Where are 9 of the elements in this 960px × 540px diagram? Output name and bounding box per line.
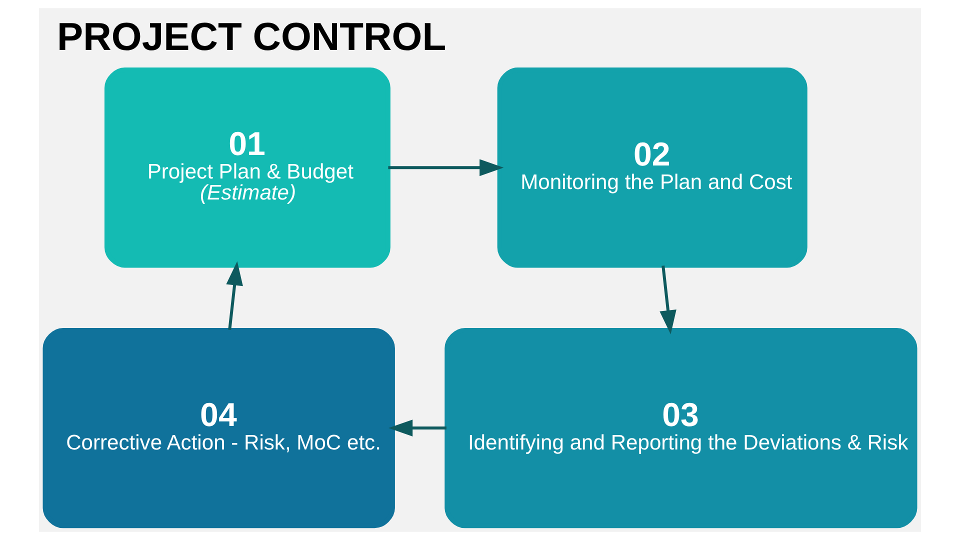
- arrow: [388, 420, 446, 436]
- node-box: 02 Monitoring the Plan and Cost: [497, 68, 808, 268]
- arrow: [660, 266, 676, 334]
- node-box: 03 Identifying and Reporting the Deviations & Risk: [444, 328, 918, 528]
- diagram-title: PROJECT CONTROL: [57, 16, 446, 59]
- node-box: 04 Corrective Action - Risk, MoC etc.: [42, 328, 395, 528]
- node-box: 01 Project Plan & Budget (Estimate): [104, 68, 390, 268]
- arrow: [226, 261, 243, 330]
- arrow: [388, 159, 504, 176]
